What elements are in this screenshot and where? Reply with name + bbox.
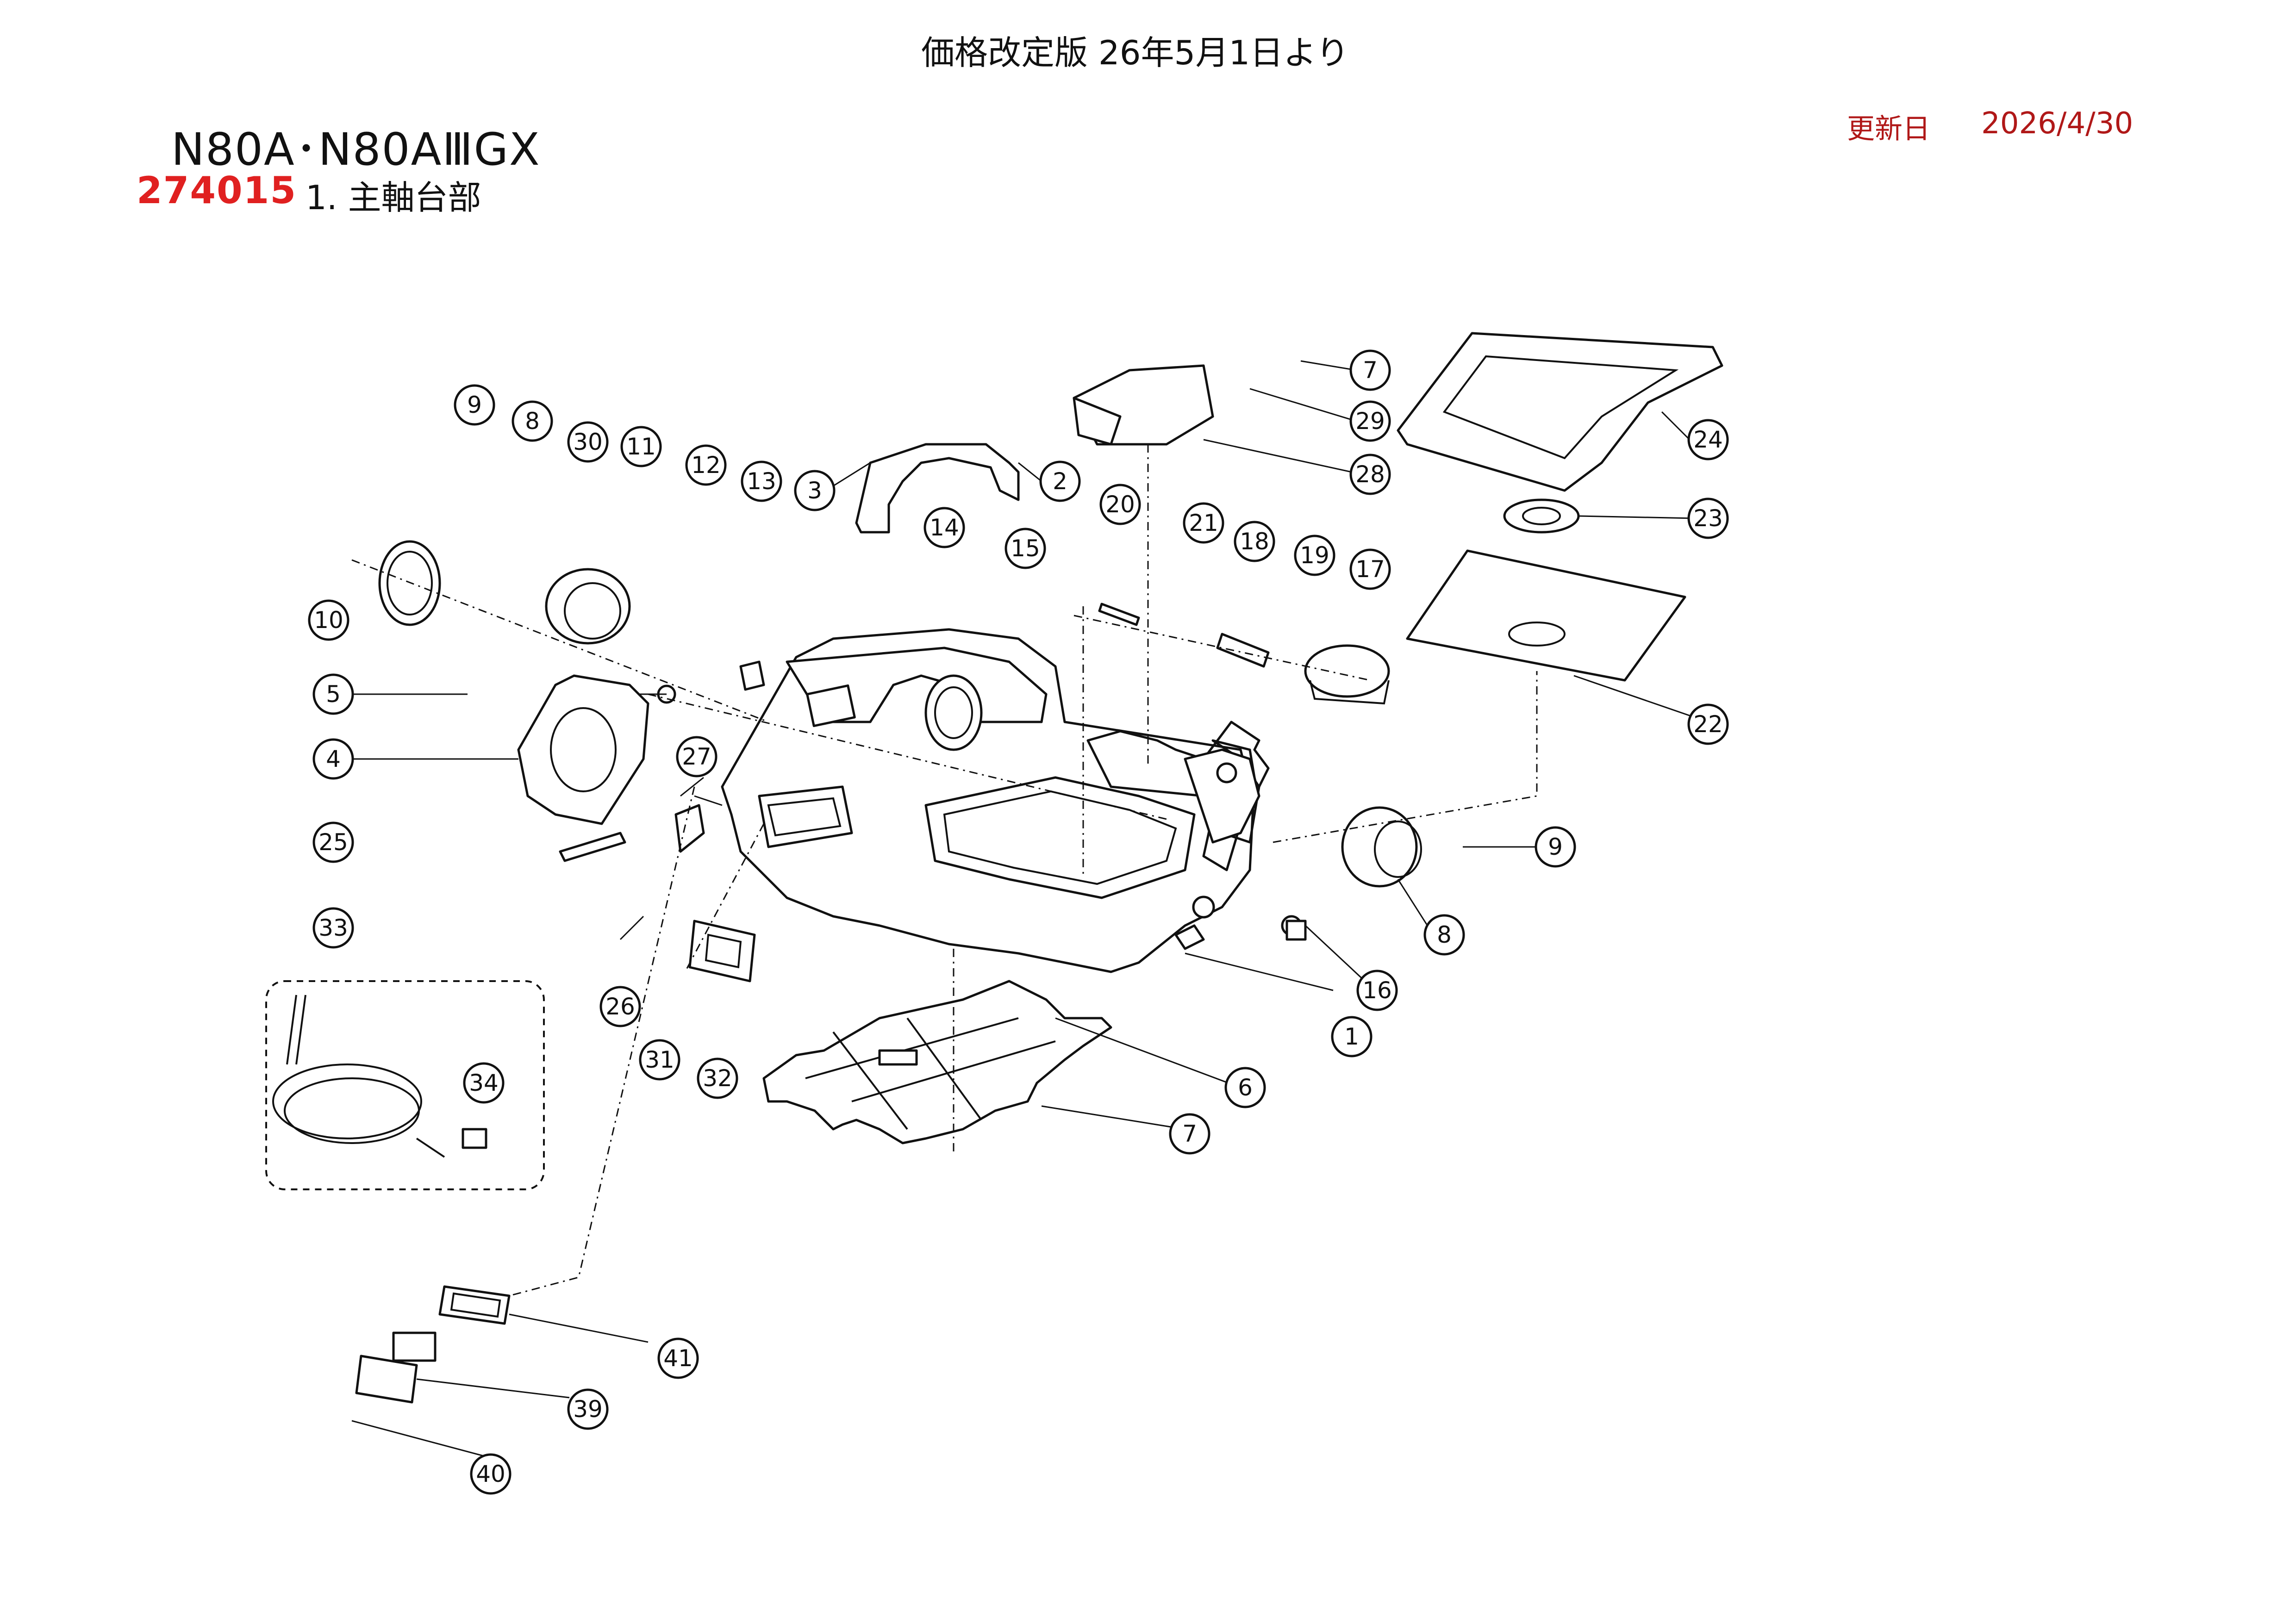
callout-40: 40 — [476, 1461, 505, 1487]
bracket — [1073, 364, 1214, 446]
callout-41: 41 — [663, 1345, 693, 1372]
chute-tray-assembly — [1397, 332, 1723, 682]
callout-19: 19 — [1300, 542, 1329, 569]
callout-9-right: 9 — [1548, 833, 1563, 860]
callout-29: 29 — [1355, 408, 1385, 435]
callout-5: 5 — [326, 681, 341, 708]
callout-31: 31 — [645, 1046, 674, 1073]
bearing-parts-right — [1341, 806, 1422, 888]
callout-23: 23 — [1693, 505, 1723, 532]
callout-11: 11 — [626, 433, 656, 460]
callout-1: 1 — [1344, 1023, 1359, 1050]
cord-assembly — [265, 980, 545, 1190]
callout-34: 34 — [469, 1070, 499, 1096]
callout-26: 26 — [605, 993, 635, 1020]
callout-7-bottom: 7 — [1182, 1120, 1197, 1147]
callout-28: 28 — [1355, 461, 1385, 488]
callout-21: 21 — [1189, 510, 1218, 536]
bottom-plate — [762, 980, 1112, 1144]
callout-9-left: 9 — [467, 392, 482, 418]
callout-labels: 1 2 3 4 5 6 7 7 8 8 9 9 10 11 12 13 14 1… — [308, 349, 1729, 1495]
callout-32: 32 — [703, 1065, 732, 1092]
callout-17: 17 — [1355, 556, 1385, 583]
callout-7-top: 7 — [1363, 357, 1378, 384]
leader-lines — [351, 360, 1709, 1459]
part-code: 274015 — [137, 169, 297, 212]
callout-3: 3 — [807, 477, 822, 504]
price-revision-note: 価格改定版 26年5月1日より — [921, 33, 1349, 72]
callout-13: 13 — [747, 468, 776, 495]
callout-33: 33 — [318, 914, 348, 941]
callout-10: 10 — [314, 607, 343, 634]
model-title: N80A･N80AⅢGX — [171, 124, 541, 175]
rod-and-cap — [1216, 633, 1390, 705]
callout-39: 39 — [573, 1396, 603, 1423]
callout-8-right: 8 — [1437, 921, 1452, 948]
callout-25: 25 — [318, 829, 348, 856]
callout-14: 14 — [930, 514, 959, 541]
fasteners — [559, 603, 1307, 941]
callout-16: 16 — [1362, 977, 1392, 1004]
callout-2: 2 — [1053, 468, 1067, 495]
callout-15: 15 — [1011, 535, 1040, 562]
callout-22: 22 — [1693, 711, 1723, 738]
callout-24: 24 — [1693, 426, 1723, 453]
callout-12: 12 — [691, 452, 721, 479]
callout-6: 6 — [1238, 1074, 1253, 1101]
switch-parts — [355, 920, 756, 1404]
callout-18: 18 — [1240, 528, 1269, 555]
section-title: 1. 主軸台部 — [306, 178, 481, 217]
center-lines — [351, 444, 1538, 1297]
update-label: 更新日 — [1847, 113, 1930, 145]
headstock-body — [721, 628, 1270, 973]
callout-4: 4 — [326, 746, 341, 772]
update-date: 2026/4/30 — [1981, 106, 2134, 141]
bearing-parts-left — [378, 540, 649, 825]
top-cover — [855, 443, 1020, 534]
callout-8-left: 8 — [525, 408, 540, 435]
callout-30: 30 — [573, 429, 603, 455]
callout-27: 27 — [682, 743, 711, 770]
callout-20: 20 — [1105, 491, 1135, 518]
